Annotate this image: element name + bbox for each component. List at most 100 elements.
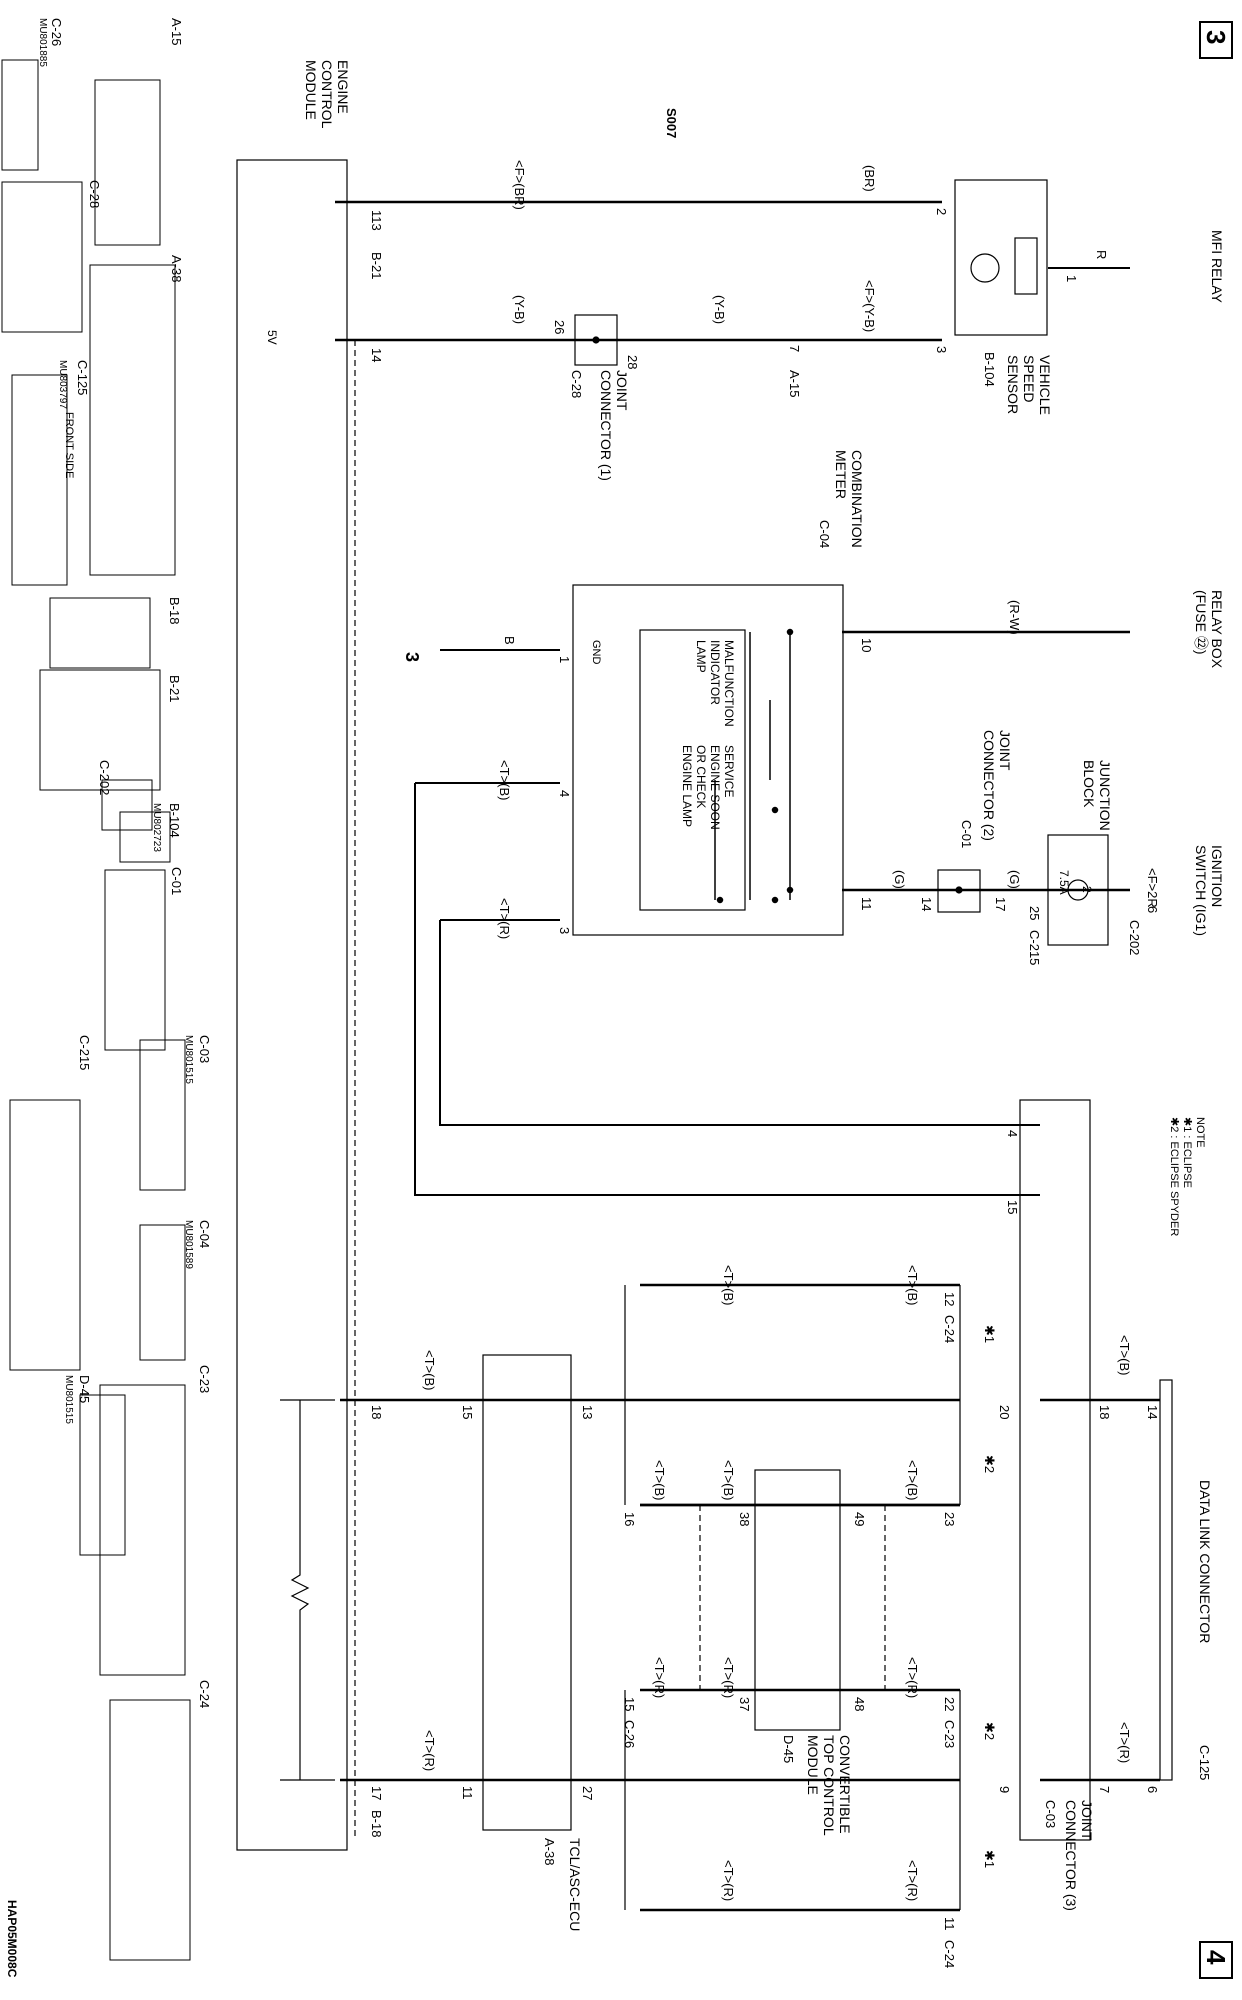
convertible-top-box bbox=[754, 1469, 841, 1731]
c24-pin-20: 20 bbox=[997, 1405, 1012, 1419]
b18-connector: B-18 bbox=[369, 1810, 384, 1837]
vss-label-1: VEHICLE bbox=[1037, 355, 1053, 415]
a38-pin-13: 13 bbox=[580, 1405, 595, 1419]
tcl-asc-connector: A-38 bbox=[542, 1838, 557, 1865]
dlc-connector: C-125 bbox=[1197, 1745, 1212, 1780]
c23-pin-22: 22 bbox=[942, 1697, 957, 1711]
c24-pin-9: 9 bbox=[997, 1786, 1012, 1793]
wire-label-b: B bbox=[502, 636, 517, 645]
fuse-rating: 7.5A bbox=[1057, 870, 1071, 895]
legend-c23: C-23 bbox=[197, 1365, 212, 1393]
wire-label-tb-c24-2: <T>(B) bbox=[721, 1265, 736, 1305]
jc2-pin-17: 17 bbox=[993, 897, 1008, 911]
star2-marker-1: ✱2 bbox=[982, 1455, 997, 1473]
jc1-label-2: CONNECTOR (1) bbox=[598, 370, 614, 481]
jc2-connector: C-01 bbox=[959, 820, 974, 848]
d45-pin-38: 38 bbox=[737, 1512, 752, 1526]
mfi-relay-label: MFI RELAY bbox=[1209, 230, 1225, 304]
ecm-pin-113: 113 bbox=[369, 210, 384, 231]
jc1-node bbox=[592, 336, 600, 344]
legend-d45: D-45 bbox=[77, 1375, 92, 1403]
ecm-connector-b21: B-21 bbox=[369, 252, 384, 279]
a38-pin-15: 15 bbox=[460, 1405, 475, 1419]
jc3-label-1: JOINT bbox=[1079, 1800, 1095, 1841]
wire-label-g-2: (G) bbox=[892, 870, 907, 889]
ecm-terminating-resistor bbox=[290, 1400, 310, 1780]
jc3-box bbox=[1019, 1099, 1091, 1841]
convertible-label-3: MODULE bbox=[805, 1735, 821, 1795]
mfi-terminal-1: 1 bbox=[1064, 275, 1079, 282]
legend-c215: C-215 bbox=[77, 1035, 92, 1070]
wire-label-tr-c23-1: <T>(R) bbox=[905, 1657, 920, 1698]
wire-label-f-br: <F>(BR) bbox=[512, 160, 527, 210]
jc1-box bbox=[574, 314, 618, 366]
legend-c125-sub: FRONT SIDE bbox=[63, 412, 75, 478]
wire-label-tb-dlc: <T>(B) bbox=[1117, 1335, 1132, 1375]
wire-label-rw: (R-W) bbox=[1007, 600, 1022, 635]
wire-label-yb-1: (Y-B) bbox=[712, 295, 727, 324]
ecm-pin-14: 14 bbox=[369, 348, 384, 362]
convertible-label-2: TOP CONTROL bbox=[821, 1735, 837, 1836]
wire-label-tb-c24-1: <T>(B) bbox=[905, 1265, 920, 1305]
b18-pin-17: 17 bbox=[369, 1786, 384, 1800]
vss-coil bbox=[970, 253, 1000, 283]
c24-pin-11: 11 bbox=[942, 1917, 957, 1931]
wire-label-tr-meter: <T>(R) bbox=[497, 898, 512, 939]
page-number-box-left bbox=[1199, 21, 1233, 59]
vss-pin-3: 3 bbox=[934, 346, 949, 353]
meter-pin-4: 4 bbox=[557, 790, 572, 797]
meter-label-1: COMBINATION bbox=[849, 450, 865, 548]
jb-connector: C-215 bbox=[1027, 930, 1042, 965]
legend-a15: A-15 bbox=[169, 18, 184, 45]
wire-label-f-yb: <F>(Y-B) bbox=[862, 280, 877, 332]
jc3-pin-7: 7 bbox=[1097, 1786, 1112, 1793]
legend-c04-part: MU801589 bbox=[183, 1220, 194, 1269]
a15-connector: A-15 bbox=[787, 370, 802, 397]
page-code: HAP05M008C bbox=[5, 1900, 19, 1978]
legend-c125: C-125 bbox=[75, 360, 90, 395]
mil-alt-4: ENGINE LAMP bbox=[680, 745, 694, 827]
c23-pin-23: 23 bbox=[942, 1512, 957, 1526]
jc2-label-2: CONNECTOR (2) bbox=[981, 730, 997, 841]
relay-box-label-2: (FUSE ㉒) bbox=[1193, 590, 1209, 655]
jc2-box bbox=[937, 869, 981, 913]
legend-c04: C-04 bbox=[197, 1220, 212, 1248]
jc1-pin-28: 28 bbox=[625, 355, 640, 369]
jc2-pin-14: 14 bbox=[919, 897, 934, 911]
star2-marker-2: ✱2 bbox=[982, 1722, 997, 1740]
d45-pin-49: 49 bbox=[852, 1512, 867, 1526]
dlc-box bbox=[1159, 1379, 1173, 1781]
convertible-label-1: CONVERTIBLE bbox=[837, 1735, 853, 1834]
jc1-connector: C-28 bbox=[569, 370, 584, 398]
wire-label-tr-d45: <T>(R) bbox=[652, 1657, 667, 1698]
star1-marker-1: ✱1 bbox=[982, 1325, 997, 1343]
jc3-connector: C-03 bbox=[1043, 1800, 1058, 1828]
legend-b104-part: MU802723 bbox=[151, 803, 162, 852]
ignition-connector: C-202 bbox=[1127, 920, 1142, 955]
legend-c03: C-03 bbox=[197, 1035, 212, 1063]
page-number-box-right bbox=[1199, 1941, 1233, 1979]
wire-label-tb-ecm: <T>(B) bbox=[422, 1350, 437, 1390]
mil-label-2: INDICATOR bbox=[708, 640, 722, 705]
dlc-pin-6: 6 bbox=[1145, 1786, 1160, 1793]
wire-label-tr-ecm: <T>(R) bbox=[422, 1730, 437, 1771]
vss-label-3: SENSOR bbox=[1005, 355, 1021, 414]
meter-label-2: METER bbox=[833, 450, 849, 499]
meter-pin-1: 1 bbox=[557, 656, 572, 663]
legend-b21: B-21 bbox=[167, 675, 182, 702]
legend-c26-part: MU801885 bbox=[37, 18, 48, 67]
c26-pin-16: 16 bbox=[622, 1512, 637, 1526]
mil-alt-2: ENGINE SOON bbox=[708, 745, 722, 830]
jc3-pin-4: 4 bbox=[1005, 1130, 1020, 1137]
legend-c01: C-01 bbox=[169, 867, 184, 895]
wire-label-tr-dlc: <T>(R) bbox=[1117, 1722, 1132, 1763]
legend-b18: B-18 bbox=[167, 597, 182, 624]
b18-pin-18: 18 bbox=[369, 1405, 384, 1419]
splice-s007: S007 bbox=[664, 108, 679, 138]
legend-b104: B-104 bbox=[167, 803, 182, 838]
wire-label-r: R bbox=[1094, 250, 1109, 259]
legend-d45-part: MU801515 bbox=[63, 1375, 74, 1424]
junction-block-label-2: BLOCK bbox=[1081, 760, 1097, 808]
ignition-pin-6: 6 bbox=[1145, 906, 1160, 913]
